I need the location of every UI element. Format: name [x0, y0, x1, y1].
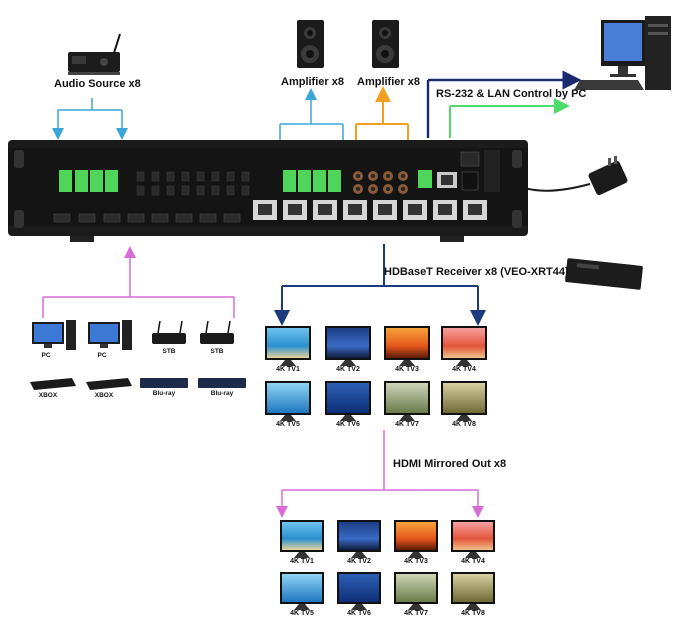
- source-label-bluray2: Blu-ray: [210, 390, 234, 397]
- source-label-xbox2: XBOX: [94, 392, 114, 399]
- amplifier-label-2: Amplifier x8: [357, 76, 420, 88]
- hdmi-input-ports: [53, 213, 241, 223]
- hdbaset-output-connector: [274, 244, 486, 326]
- hdbaset-tv-label-4: 4K TV4: [452, 366, 476, 373]
- source-devices-row1: [32, 320, 234, 350]
- hdbaset-tv-label-7: 4K TV7: [395, 421, 419, 428]
- hdbaset-tv-label-6: 4K TV6: [336, 421, 360, 428]
- mirrored-tv-label-7: 4K TV7: [404, 610, 428, 617]
- analog-audio-out-terminals: [283, 170, 341, 192]
- hdbaset-tv-group: [265, 326, 487, 421]
- audio-source-device: [68, 33, 121, 75]
- hdbaset-tv-label-3: 4K TV3: [395, 366, 419, 373]
- hdbaset-receiver-device: [565, 258, 643, 290]
- rs232-terminal: [418, 170, 432, 188]
- source-label-xbox1: XBOX: [38, 392, 58, 399]
- hdbaset-tv-4: [441, 326, 487, 366]
- mirrored-tv-label-6: 4K TV6: [347, 610, 371, 617]
- lan-connector: [449, 98, 570, 138]
- hdbaset-tv-label-8: 4K TV8: [452, 421, 476, 428]
- amplifier-speaker-1: [297, 20, 324, 68]
- hdbaset-tv-8: [441, 381, 487, 421]
- mirrored-tv-group: [280, 520, 495, 610]
- rs232-connector: [426, 70, 582, 138]
- amplifier-speaker-2: [372, 20, 399, 68]
- mirrored-tv-1: [280, 520, 324, 558]
- mirrored-tv-label-3: 4K TV3: [404, 558, 428, 565]
- source-input-connector: [42, 246, 235, 318]
- source-label-stb2: STB: [210, 348, 224, 355]
- hdbaset-output-ports: [253, 200, 487, 220]
- hdmi-mirrored-label: HDMI Mirrored Out x8: [393, 458, 507, 470]
- analog-audio-in-terminals: [59, 170, 118, 192]
- mirrored-tv-label-1: 4K TV1: [290, 558, 314, 565]
- control-pc: [574, 16, 671, 90]
- hdbaset-tv-label-1: 4K TV1: [276, 366, 300, 373]
- mirrored-tv-5: [280, 572, 324, 610]
- mirrored-tv-label-8: 4K TV8: [461, 610, 485, 617]
- hdbaset-tv-label-5: 4K TV5: [276, 421, 300, 428]
- hdbaset-tv-3: [384, 326, 430, 366]
- power-inlet: [460, 150, 500, 192]
- control-label: RS-232 & LAN Control by PC: [436, 88, 587, 100]
- amplifier-audio-connector: [279, 88, 344, 140]
- audio-source-connector: [52, 98, 128, 140]
- source-devices-row2: [30, 378, 246, 390]
- hdbaset-tv-1: [265, 326, 311, 366]
- mirrored-tv-7: [394, 572, 438, 610]
- mirrored-tv-4: [451, 520, 495, 558]
- source-label-pc2: PC: [97, 352, 107, 359]
- ir-ports: [136, 171, 250, 196]
- source-label-bluray1: Blu-ray: [152, 390, 176, 397]
- spdif-coax-ports: [353, 171, 408, 194]
- amplifier-label-1: Amplifier x8: [281, 76, 344, 88]
- mirrored-tv-label-4: 4K TV4: [461, 558, 485, 565]
- hdbaset-tv-6: [325, 381, 371, 421]
- lan-port: [437, 172, 457, 188]
- hdbaset-tv-label-2: 4K TV2: [336, 366, 360, 373]
- hdbaset-tv-7: [384, 381, 430, 421]
- mirrored-tv-2: [337, 520, 381, 558]
- mirrored-tv-8: [451, 572, 495, 610]
- amplifier-spdif-connector: [355, 86, 409, 140]
- hdbaset-tv-5: [265, 381, 311, 421]
- mirrored-tv-3: [394, 520, 438, 558]
- mirrored-tv-6: [337, 572, 381, 610]
- hdbaset-receiver-label: HDBaseT Receiver x8 (VEO-XRT44): [384, 266, 569, 278]
- hdmi-mirror-connector: [276, 430, 484, 518]
- mirrored-tv-label-5: 4K TV5: [290, 610, 314, 617]
- hdbaset-tv-2: [325, 326, 371, 366]
- mirrored-tv-label-2: 4K TV2: [347, 558, 371, 565]
- source-label-pc1: PC: [41, 352, 51, 359]
- audio-source-label: Audio Source x8: [54, 78, 141, 90]
- source-label-stb1: STB: [162, 348, 176, 355]
